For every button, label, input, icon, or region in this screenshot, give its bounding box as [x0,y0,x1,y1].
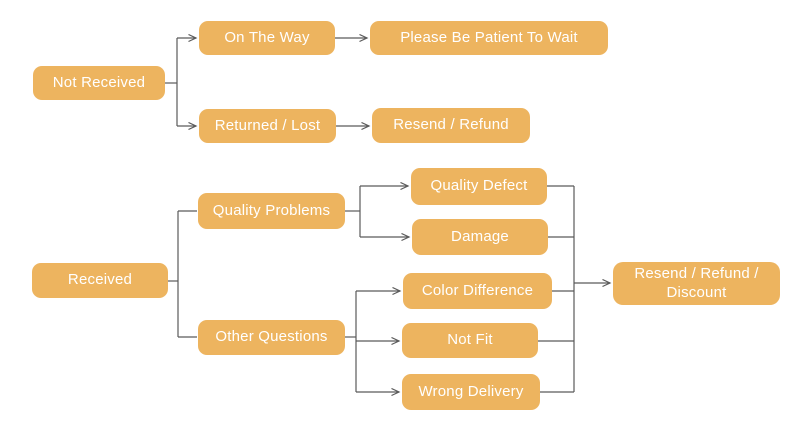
node-not-fit: Not Fit [402,323,538,358]
node-resend-refund: Resend / Refund [372,108,530,143]
node-on-the-way: On The Way [199,21,335,55]
node-color-difference: Color Difference [403,273,552,309]
node-resend-refund-discount: Resend / Refund / Discount [613,262,780,305]
node-not-received: Not Received [33,66,165,100]
node-quality-defect: Quality Defect [411,168,547,205]
node-other-questions: Other Questions [198,320,345,355]
node-damage: Damage [412,219,548,255]
node-quality-problems: Quality Problems [198,193,345,229]
node-returned-lost: Returned / Lost [199,109,336,143]
node-wrong-delivery: Wrong Delivery [402,374,540,410]
node-received: Received [32,263,168,298]
node-please-be-patient: Please Be Patient To Wait [370,21,608,55]
